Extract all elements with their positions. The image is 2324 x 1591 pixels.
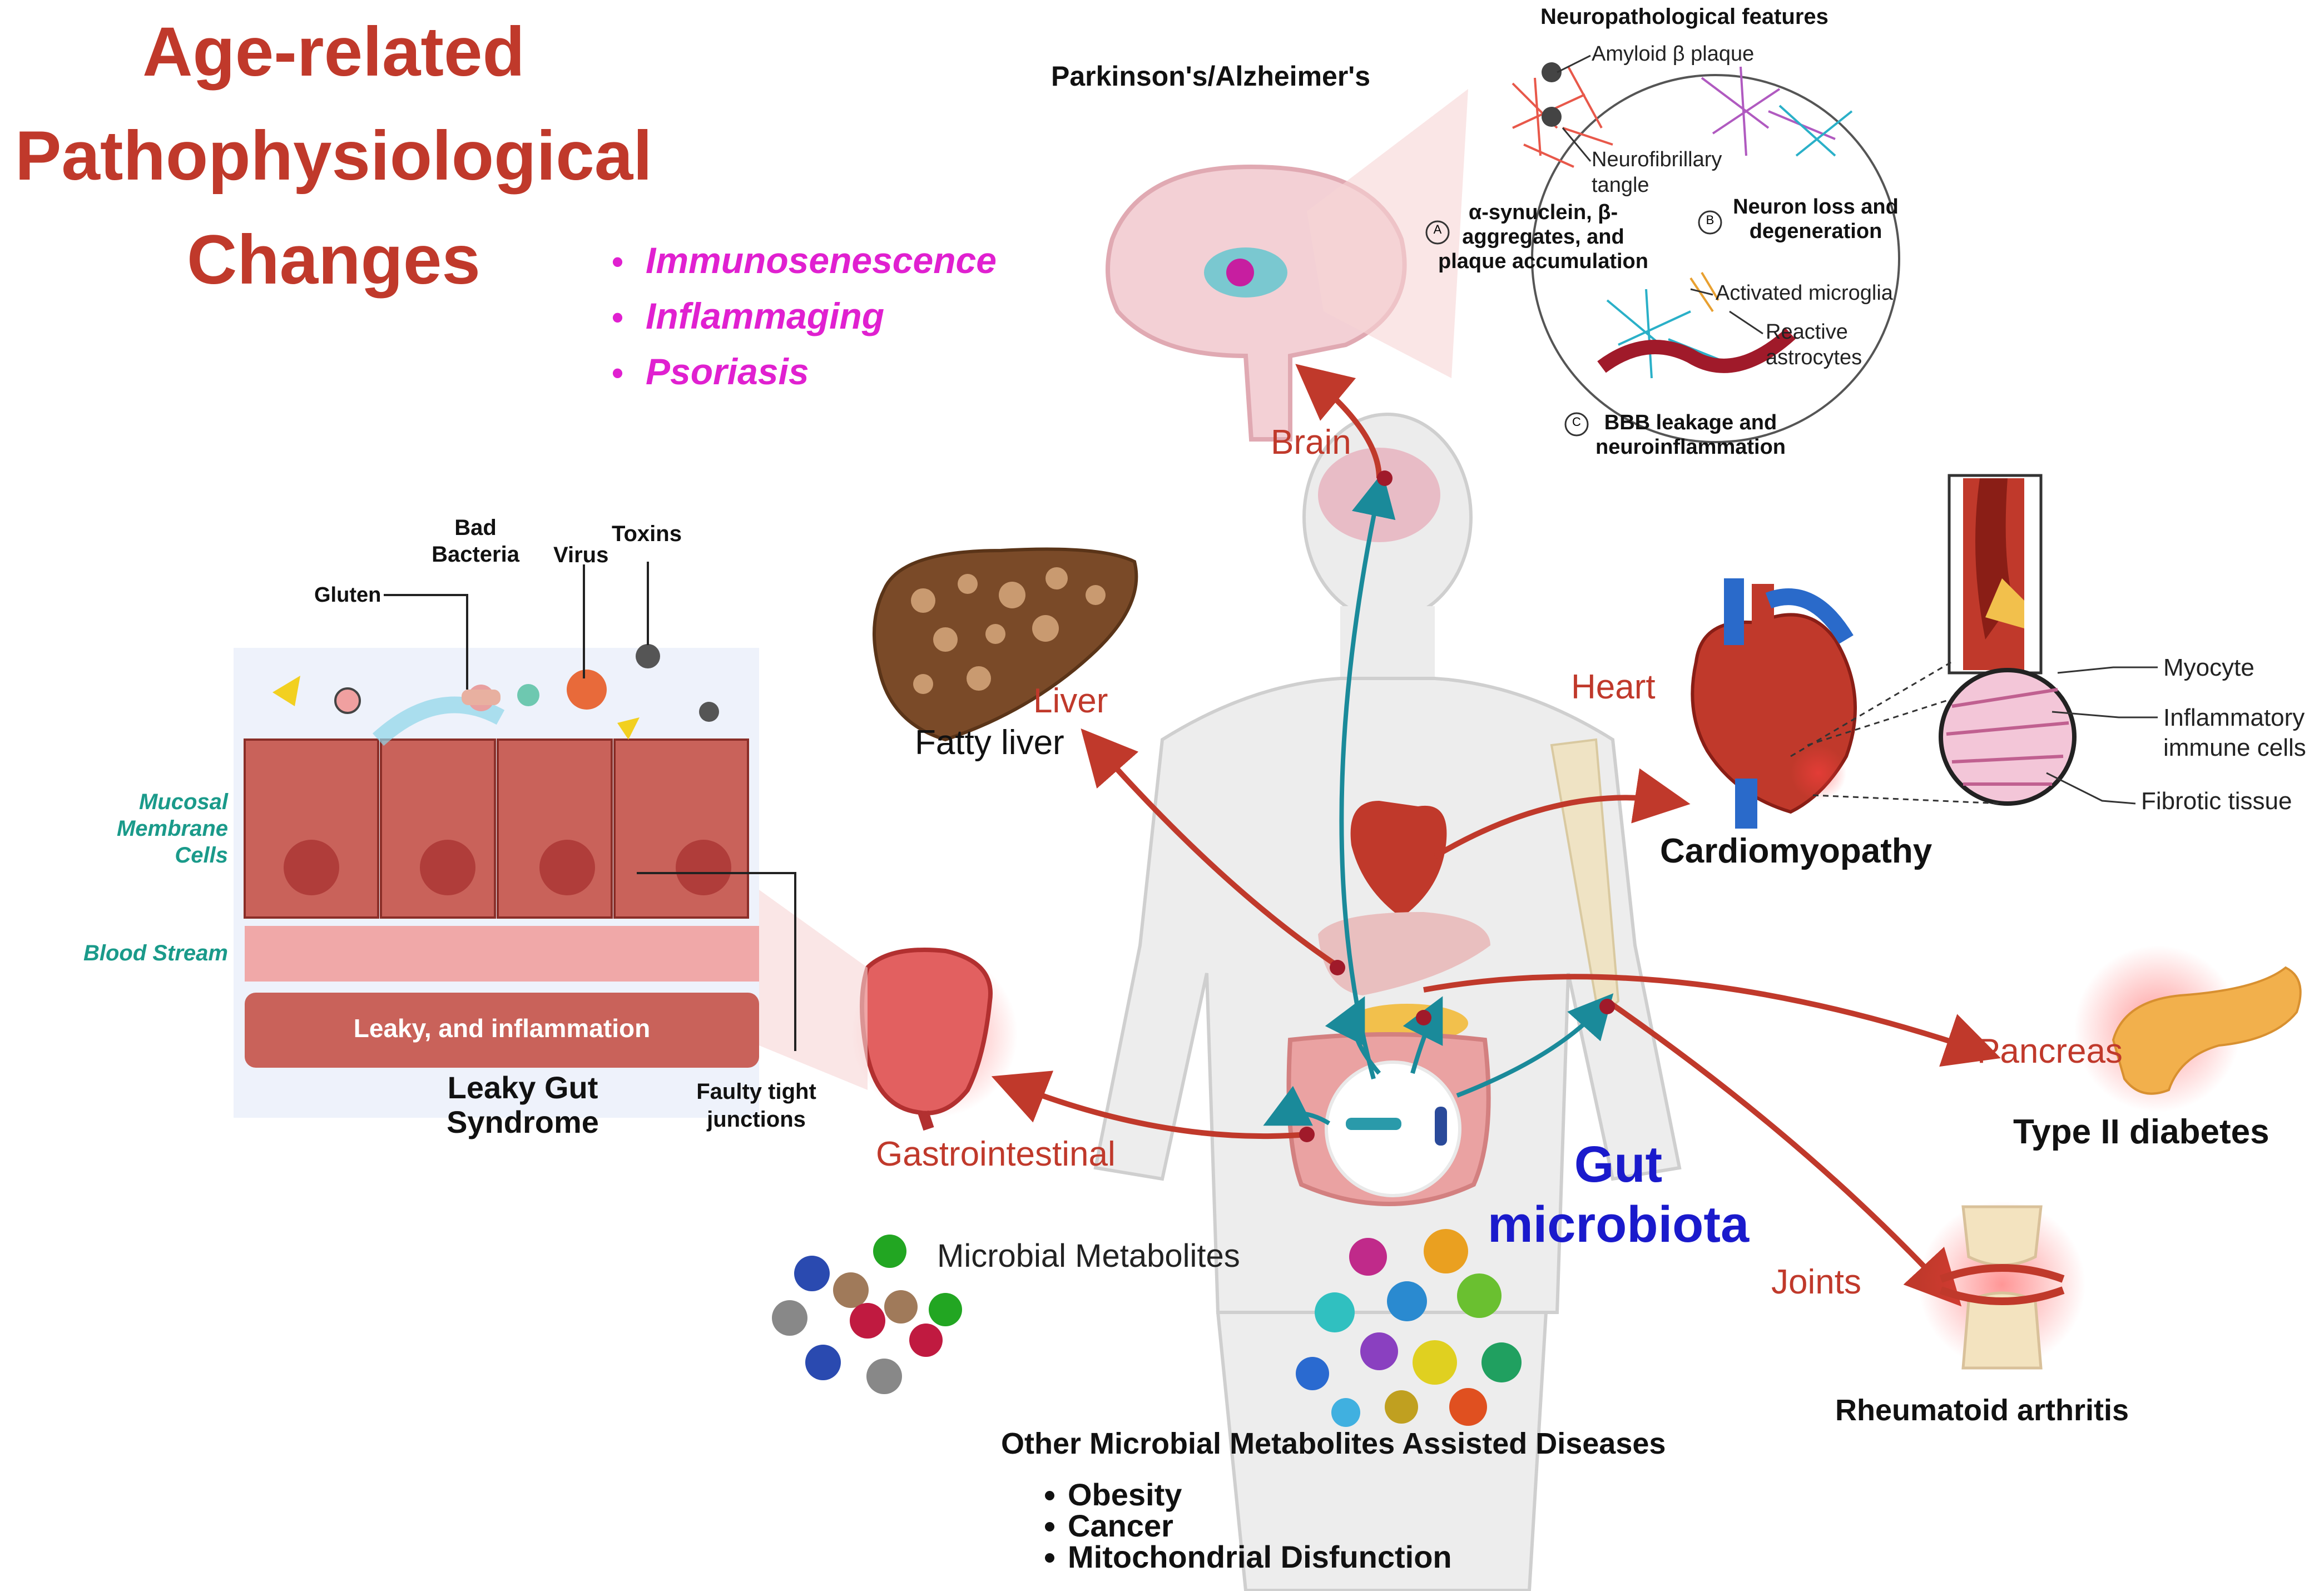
title-line-1: Age-related xyxy=(142,13,525,91)
organ-label-brain: Brain xyxy=(1271,423,1351,462)
bullet-psoriasis: Psoriasis xyxy=(612,350,809,393)
label-bad-bacteria: Bad Bacteria xyxy=(432,516,519,567)
human-body-silhouette xyxy=(1093,413,1682,1591)
heart-illustration xyxy=(1691,578,1857,829)
body-heart xyxy=(1350,801,1447,918)
disease-item-cancer: Cancer xyxy=(1068,1510,1452,1542)
label-gut-microbiota: Gut microbiota xyxy=(1487,1136,1750,1253)
microbe-cluster xyxy=(1296,1229,1522,1427)
red-arrows xyxy=(991,364,2001,1307)
marker-c: C xyxy=(1572,415,1581,429)
pancreas-illustration xyxy=(2112,966,2302,1095)
condition-rheumatoid-arthritis: Rheumatoid arthritis xyxy=(1835,1394,2129,1427)
label-myocyte: Myocyte xyxy=(2163,654,2254,681)
inflammation-band xyxy=(245,993,759,1068)
neuropathology-title: Neuropathological features xyxy=(1540,4,1829,29)
organ-label-gastrointestinal: Gastrointestinal xyxy=(876,1135,1116,1173)
teal-arrows xyxy=(1263,472,1614,1126)
neuron-sketches xyxy=(1512,62,1853,379)
bullet-inflammaging: Inflammaging xyxy=(612,295,884,337)
astrocytes-label: Reactive astrocytes xyxy=(1766,320,1862,369)
feature-c-text: BBB leakage and neuroinflammation xyxy=(1595,411,1786,459)
metabolite-balls xyxy=(772,1235,962,1394)
condition-cardiomyopathy: Cardiomyopathy xyxy=(1660,832,1932,870)
blood-stream-band xyxy=(245,926,759,982)
organ-label-heart: Heart xyxy=(1571,668,1656,706)
joint-illustration xyxy=(1939,1205,2065,1370)
feature-b-text: Neuron loss and degeneration xyxy=(1733,195,1899,243)
title-line-2: Pathophysiological xyxy=(15,117,652,195)
label-microbial-metabolites: Microbial Metabolites xyxy=(937,1238,1240,1274)
feature-a-text: α-synuclein, β-aggregates, and plaque ac… xyxy=(1438,201,1648,273)
body-liver xyxy=(1318,912,1490,995)
label-toxins: Toxins xyxy=(612,522,682,546)
organ-label-joints: Joints xyxy=(1771,1263,1861,1301)
label-leaky-inflammation: Leaky, and inflammation xyxy=(353,1014,651,1043)
brain-zoom-cone xyxy=(1307,89,1468,378)
marker-a: A xyxy=(1433,222,1442,236)
organ-dots xyxy=(1299,470,1615,1142)
gut-cells xyxy=(244,696,749,919)
condition-fatty-liver: Fatty liver xyxy=(915,723,1064,762)
heart-dashed-lines xyxy=(1790,661,2003,805)
label-faulty-tight-junctions: Faulty tight junctions xyxy=(696,1079,816,1132)
label-mucosal-cells: Mucosal Membrane Cells xyxy=(116,790,228,868)
liver-illustration xyxy=(873,547,1138,742)
amyloid-label: Amyloid β plaque xyxy=(1592,42,1755,66)
label-fibrotic-tissue: Fibrotic tissue xyxy=(2141,787,2292,815)
organ-label-liver: Liver xyxy=(1033,682,1108,720)
microglia-label: Activated microglia xyxy=(1716,281,1893,305)
bullet-immunosenescence: Immunosenescence xyxy=(612,239,997,281)
tangle-label: Neurofibrillary tangle xyxy=(1592,148,1722,197)
title-line-3: Changes xyxy=(187,221,480,299)
label-other-diseases-title: Other Microbial Metabolites Assisted Dis… xyxy=(1001,1427,1666,1460)
label-blood-stream: Blood Stream xyxy=(83,941,228,965)
gut-pathogens xyxy=(272,644,719,740)
label-virus: Virus xyxy=(553,543,609,567)
liver-fat-spots xyxy=(911,567,1106,694)
organ-label-pancreas: Pancreas xyxy=(1977,1032,2123,1070)
disease-item-mitochondrial: Mitochondrial Disfunction xyxy=(1068,1542,1452,1573)
main-title: Age-related Pathophysiological Changes xyxy=(0,0,667,312)
disease-item-obesity: Obesity xyxy=(1068,1479,1452,1510)
label-inflammatory-immune-cells: Inflammatory immune cells xyxy=(2163,704,2306,761)
label-gluten: Gluten xyxy=(314,583,381,607)
condition-type2-diabetes: Type II diabetes xyxy=(2013,1113,2270,1151)
marker-b: B xyxy=(1706,213,1714,227)
marker-circles xyxy=(1425,210,1722,437)
other-diseases-list: Obesity Cancer Mitochondrial Disfunction xyxy=(1034,1479,1452,1573)
label-leaky-gut-syndrome: Leaky Gut Syndrome xyxy=(447,1070,599,1139)
gut-leader-lines xyxy=(384,562,796,1051)
disease-parkinsons-alzheimers: Parkinson's/Alzheimer's xyxy=(1051,61,1370,92)
